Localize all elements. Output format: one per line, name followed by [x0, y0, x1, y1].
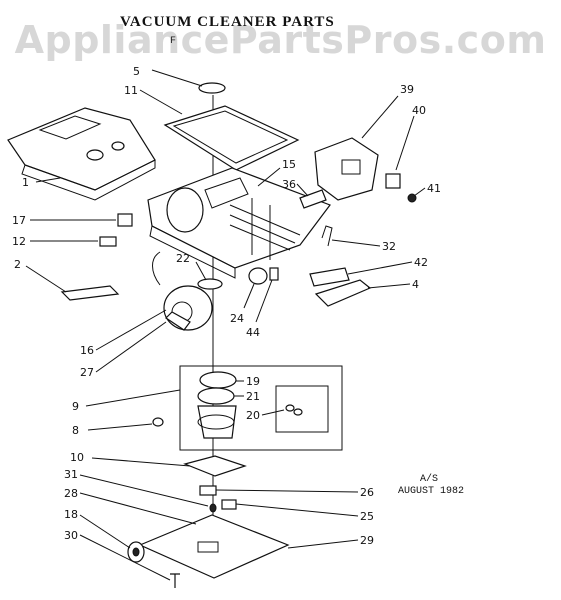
callout-5: 5: [133, 65, 140, 78]
callout-8: 8: [72, 424, 79, 437]
callout-41: 41: [427, 182, 441, 195]
callout-22: 22: [176, 252, 190, 265]
callout-24: 24: [230, 312, 244, 325]
part-9-shape: [179, 365, 343, 451]
callout-27: 27: [80, 366, 94, 379]
part-44-shape: [269, 267, 279, 281]
part-11-shape: [163, 105, 300, 171]
part-31-shape: [209, 503, 217, 513]
part-26-shape: [199, 485, 217, 496]
callout-11: 11: [124, 84, 138, 97]
callout-15: 15: [282, 158, 296, 171]
diagram-subtitle: F: [170, 36, 177, 47]
callout-18: 18: [64, 508, 78, 521]
part-24-shape: [248, 267, 268, 285]
part-22-shape: [197, 278, 223, 290]
part-40-shape: [385, 173, 401, 189]
callout-36: 36: [282, 178, 296, 191]
note-as: A/S: [420, 474, 439, 485]
callout-32: 32: [382, 240, 396, 253]
part-25-shape: [221, 499, 237, 510]
part-8-shape: [152, 417, 164, 427]
callout-28: 28: [64, 487, 78, 500]
callout-2: 2: [14, 258, 21, 271]
part-29-shape: [138, 514, 290, 579]
callout-1: 1: [22, 176, 29, 189]
part-19-shape: [199, 371, 237, 389]
watermark: AppliancePartsPros.com: [14, 18, 547, 62]
part-5-shape: [198, 82, 226, 94]
callout-4: 4: [412, 278, 419, 291]
part-1-shape: [7, 107, 156, 201]
leader-lines: [25, 69, 426, 581]
part-16-shape: [152, 251, 213, 331]
part-18-shape: [127, 541, 145, 563]
callout-19: 19: [246, 375, 260, 388]
callout-17: 17: [12, 214, 26, 227]
part-42-shape: [309, 267, 350, 287]
part-10-shape: [183, 455, 247, 477]
callout-39: 39: [400, 83, 414, 96]
diagram-title: VACUUM CLEANER PARTS: [120, 14, 335, 30]
callout-31: 31: [64, 468, 78, 481]
callout-16: 16: [80, 344, 94, 357]
callout-10: 10: [70, 451, 84, 464]
part-17-shape: [117, 213, 133, 227]
part-21-shape: [197, 387, 235, 405]
callout-44: 44: [246, 326, 260, 339]
callout-29: 29: [360, 534, 374, 547]
part-30-shape: [170, 573, 180, 588]
callout-21: 21: [246, 390, 260, 403]
part-12-shape: [99, 236, 117, 247]
part-32-shape: [321, 225, 333, 247]
part-20-shape: [275, 385, 329, 433]
callout-20: 20: [246, 409, 260, 422]
callout-26: 26: [360, 486, 374, 499]
callout-25: 25: [360, 510, 374, 523]
part-15-shape: [147, 167, 331, 279]
part-2-shape: [60, 285, 120, 301]
part-36-shape: [299, 189, 327, 209]
callout-9: 9: [72, 400, 79, 413]
callout-12: 12: [12, 235, 26, 248]
part-39-shape: [314, 137, 379, 201]
callout-42: 42: [414, 256, 428, 269]
callout-30: 30: [64, 529, 78, 542]
note-date: AUGUST 1982: [398, 486, 465, 497]
bag-body-shape: [197, 405, 237, 439]
callout-40: 40: [412, 104, 426, 117]
